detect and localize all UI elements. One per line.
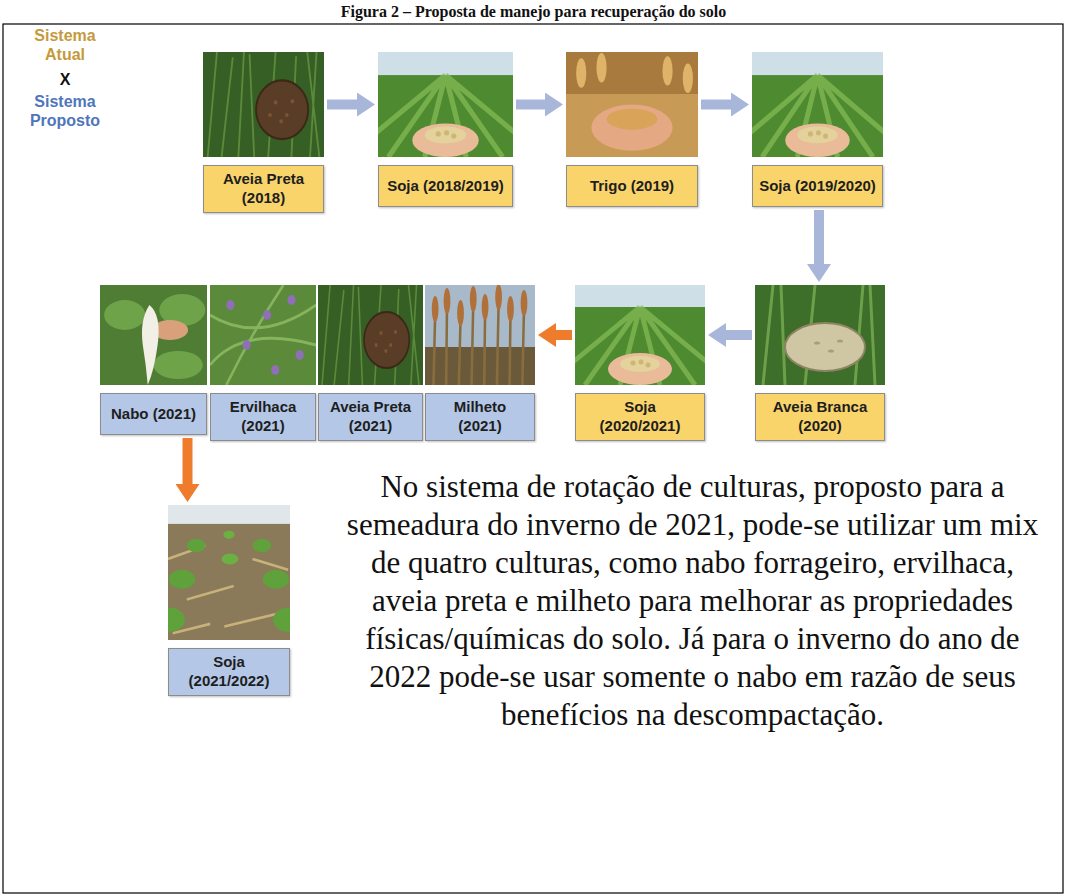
flow-arrow [327, 100, 357, 110]
versus-mark: X [25, 70, 105, 89]
crop-card: Ervilhaca (2021) [210, 285, 316, 441]
flow-arrow [726, 330, 752, 340]
flow-arrow [183, 438, 193, 484]
flow-arrow [556, 330, 572, 340]
figure-frame [3, 24, 1063, 893]
crop-photo [755, 285, 885, 385]
crop-photo [210, 285, 316, 385]
crop-label: Soja (2019/2020) [759, 177, 876, 196]
crop-photo [155, 505, 303, 640]
crop-card: Milheto (2021) [425, 285, 535, 441]
crop-photo [100, 285, 207, 385]
crop-label-box: Trigo (2019) [566, 165, 698, 207]
crop-label: Trigo (2019) [590, 177, 674, 196]
crop-photo [545, 285, 735, 385]
crop-photo [566, 52, 698, 157]
crop-card: Soja (2018/2019) [378, 52, 513, 207]
crop-label: Soja (2021/2022) [175, 653, 283, 691]
crop-label: Milheto (2021) [432, 398, 528, 436]
crop-label: Aveia Preta (2021) [325, 398, 416, 436]
flow-arrow [701, 100, 731, 110]
crop-label-box: Soja (2019/2020) [752, 165, 883, 207]
crop-card: Soja (2020/2021) [575, 285, 705, 441]
crop-card: Nabo (2021) [100, 285, 207, 435]
crop-photo [347, 52, 544, 157]
crop-label-box: Soja (2021/2022) [168, 648, 290, 696]
crop-label-box: Aveia Branca (2020) [755, 393, 885, 441]
crop-card: Aveia Branca (2020) [755, 285, 885, 441]
crop-label: Nabo (2021) [111, 405, 196, 424]
flow-arrow [516, 100, 545, 110]
figure-title: Figura 2 – Proposta de manejo para recup… [0, 2, 1067, 21]
system-label: Sistema Atual [25, 26, 105, 64]
crop-photo [722, 52, 913, 157]
crop-photo [425, 284, 535, 385]
crop-label-box: Milheto (2021) [425, 393, 535, 441]
crop-label: Aveia Branca (2020) [762, 398, 878, 436]
crop-label: Soja (2018/2019) [387, 177, 504, 196]
crop-photo [318, 285, 423, 385]
crop-card: Aveia Preta (2021) [318, 285, 423, 441]
crop-card: Soja (2021/2022) [168, 505, 290, 696]
crop-label-box: Aveia Preta (2021) [318, 393, 423, 441]
crop-label: Aveia Preta (2018) [210, 170, 317, 208]
crop-label-box: Aveia Preta (2018) [203, 165, 324, 213]
crop-label-box: Soja (2020/2021) [575, 393, 705, 441]
crop-card: Soja (2019/2020) [752, 52, 883, 207]
crop-label-box: Ervilhaca (2021) [210, 393, 316, 441]
crop-card: Trigo (2019) [566, 52, 698, 207]
crop-photo [203, 52, 324, 157]
crop-label: Soja (2020/2021) [582, 398, 698, 436]
flow-arrow [814, 210, 824, 264]
crop-label: Ervilhaca (2021) [217, 398, 309, 436]
explanation-note: No sistema de rotação de culturas, propo… [345, 468, 1040, 734]
crop-label-box: Soja (2018/2019) [378, 165, 513, 207]
crop-card: Aveia Preta (2018) [203, 52, 324, 213]
crop-label-box: Nabo (2021) [100, 393, 207, 435]
system-label: Sistema Proposto [25, 92, 105, 130]
